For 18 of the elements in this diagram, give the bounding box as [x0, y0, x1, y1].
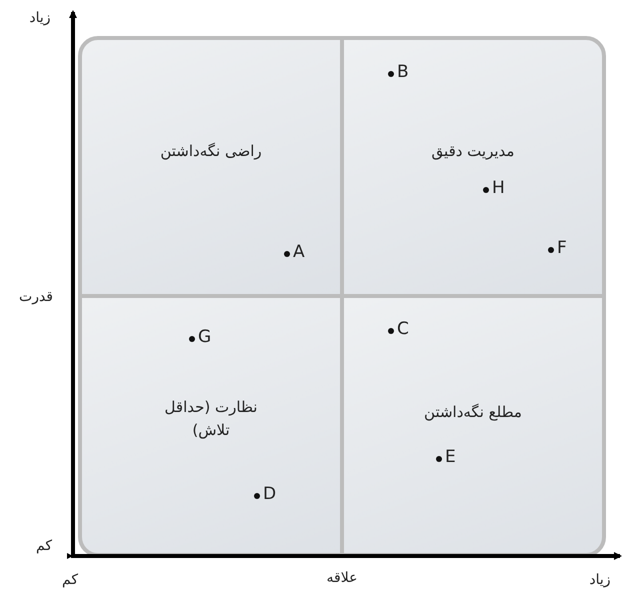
quadrant-label: مطلع نگه‌داشتن	[424, 402, 522, 423]
point-letter: G	[198, 327, 212, 347]
point-letter: A	[293, 242, 305, 262]
point-letter: F	[557, 238, 567, 258]
axis-label: کم	[62, 572, 78, 588]
axis-label: زیاد	[29, 10, 51, 26]
quadrant-label: راضی نگه‌داشتن	[160, 141, 262, 162]
point-letter: H	[492, 178, 505, 198]
quadrant-label: نظارت (حداقل تلاش)	[164, 397, 258, 441]
axis-label: کم	[36, 538, 52, 554]
quadrant-label: مدیریت دقیق	[432, 141, 514, 162]
axis-label: زیاد	[589, 572, 611, 588]
point-letter: C	[397, 319, 409, 339]
point-letter: D	[263, 484, 276, 504]
axis-label: قدرت	[19, 289, 53, 305]
point-letter: E	[445, 447, 456, 467]
axis-label: علاقه	[326, 570, 358, 586]
point-letter: B	[397, 62, 409, 82]
